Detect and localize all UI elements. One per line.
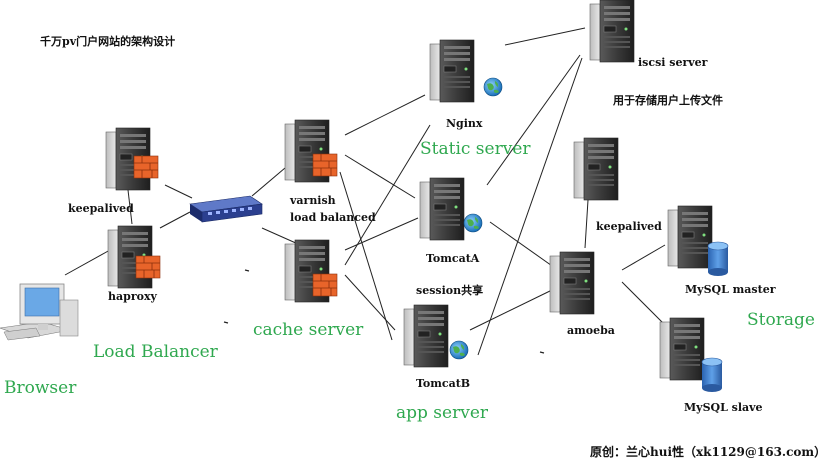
label-iscsi: iscsi server (638, 56, 708, 69)
label-tomcat-a: TomcatA (426, 252, 480, 265)
mysql-slave-server (659, 317, 723, 393)
label-session: session共享 (416, 284, 484, 297)
browser-computer (0, 283, 79, 341)
stray-marks (223, 269, 545, 354)
label-keepalived-left: keepalived (68, 202, 134, 215)
varnish-server (284, 119, 338, 183)
label-nginx: Nginx (446, 117, 483, 130)
label-amoeba: amoeba (567, 324, 615, 337)
tomcat-a-server (419, 177, 483, 241)
mysql-master-server (667, 205, 729, 277)
diagram-title: 千万pv门户网站的架构设计 (40, 35, 176, 48)
connection-lines (64, 27, 666, 356)
group-static-server: Static server (420, 139, 531, 159)
group-cache-server: cache server (253, 320, 364, 340)
label-keepalived-right: keepalived (596, 220, 662, 233)
label-load-balanced: load balanced (290, 211, 376, 224)
keepalived-right-server (573, 137, 619, 201)
tomcat-b-server (403, 304, 469, 368)
cache-server-2 (284, 239, 338, 303)
group-load-balancer: Load Balancer (93, 342, 218, 362)
amoeba-server (549, 251, 595, 315)
haproxy-server (107, 225, 161, 289)
iscsi-note: 用于存储用户上传文件 (613, 94, 723, 107)
label-haproxy: haproxy (108, 290, 157, 303)
network-switch (189, 195, 263, 223)
label-tomcat-b: TomcatB (416, 377, 471, 390)
iscsi-server (589, 0, 635, 63)
credit-text: 原创：兰心hui性（xk1129@163.com） (590, 445, 818, 459)
group-app-server: app server (396, 403, 489, 423)
label-mysql-slave: MySQL slave (684, 401, 763, 414)
group-browser: Browser (4, 378, 77, 398)
keepalived-left-server (105, 127, 159, 191)
group-storage: Storage (747, 310, 815, 330)
label-mysql-master: MySQL master (685, 283, 776, 296)
label-varnish: varnish (290, 194, 336, 207)
nginx-server (429, 39, 503, 103)
